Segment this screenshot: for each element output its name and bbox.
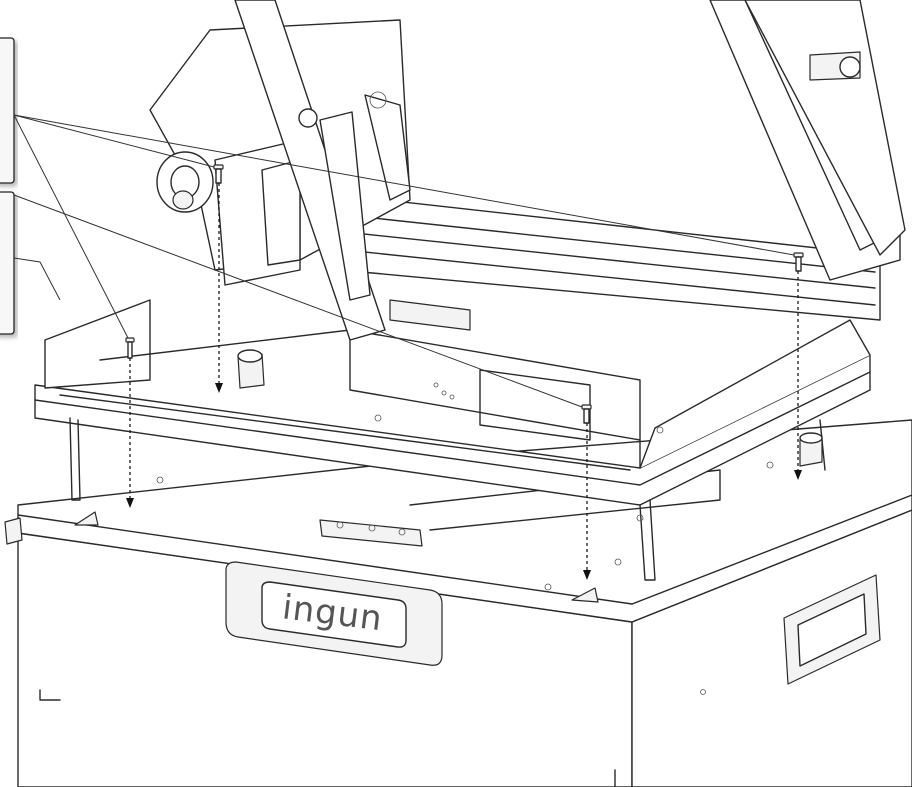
- detail-holes: [156, 382, 774, 591]
- rail-assembly: [339, 194, 881, 331]
- cable-glands: [237, 349, 823, 467]
- upper-frame: [34, 299, 871, 581]
- screw-icon: [581, 404, 592, 424]
- callout-box-bottom: [0, 191, 15, 335]
- insertion-paths: [126, 183, 802, 580]
- callout-box-top: [0, 37, 15, 184]
- leader-lines: [13, 114, 795, 408]
- screw-icon: [793, 252, 804, 272]
- screw-icon: [213, 164, 224, 184]
- swing-arms: [234, 0, 906, 341]
